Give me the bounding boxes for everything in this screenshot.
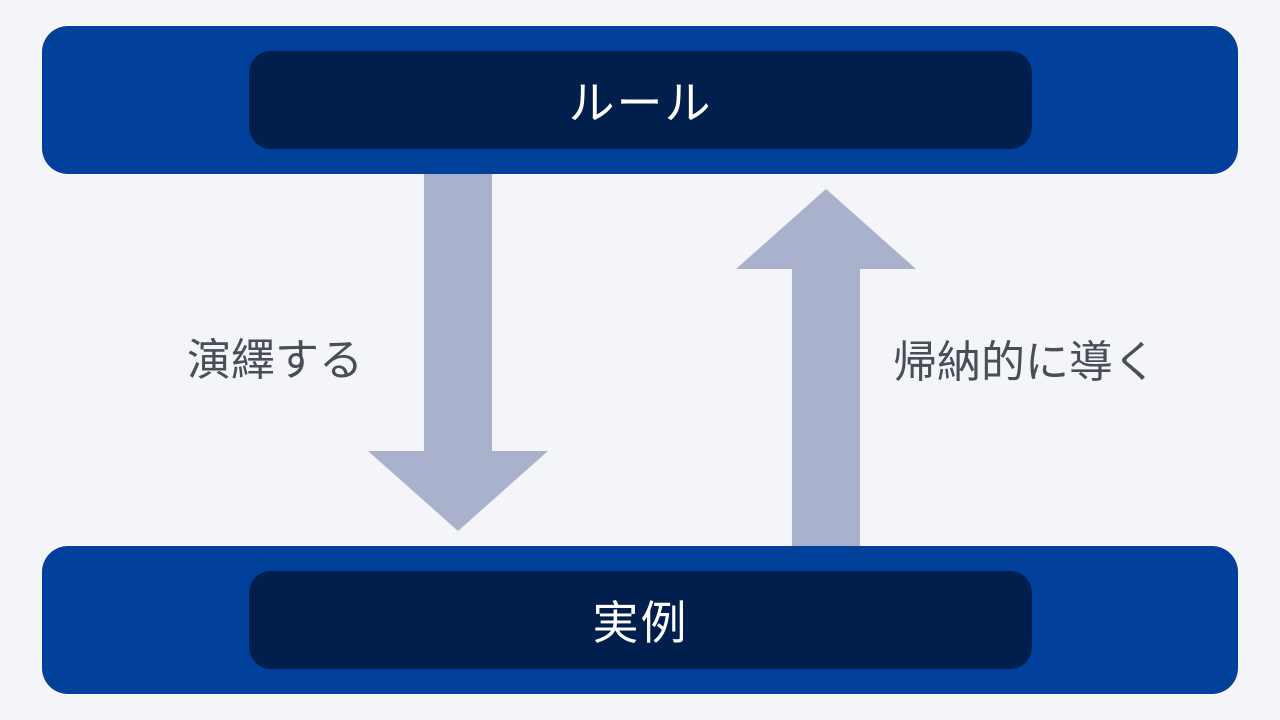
- induce-label: 帰納的に導く: [893, 337, 1157, 388]
- rule-box: ルール: [249, 51, 1032, 149]
- instance-label: 実例: [592, 596, 689, 650]
- up-arrow: [736, 189, 916, 546]
- deduce-label: 演繹する: [187, 335, 363, 386]
- instance-band: 実例: [42, 546, 1238, 694]
- rule-label: ルール: [568, 76, 713, 130]
- rule-band: ルール: [42, 26, 1238, 174]
- down-arrow: [368, 174, 548, 531]
- instance-box: 実例: [249, 571, 1032, 669]
